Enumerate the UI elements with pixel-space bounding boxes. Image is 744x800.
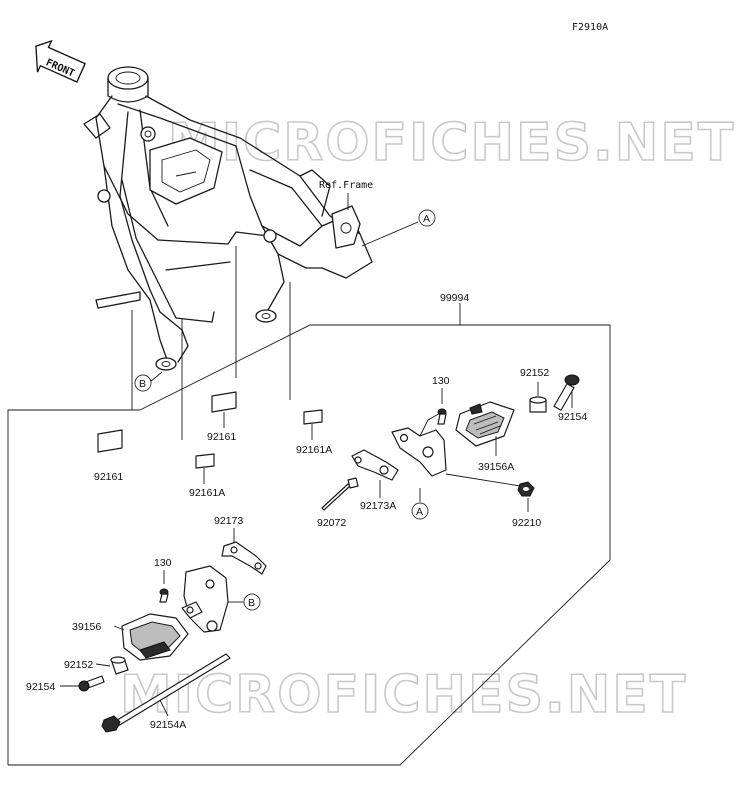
label-92161A-b: 92161A [296,444,332,456]
label-92152-bottom: 92152 [64,659,93,671]
label-92154A: 92154A [150,719,186,731]
callout-b-lower-label: B [248,597,255,609]
bolt-92154A [101,653,231,733]
bolt-130-bottom [159,588,169,603]
bracket-92173 [221,541,267,575]
label-92161A-a: 92161A [189,487,225,499]
watermark-top: MICROFICHES.NET [168,113,735,173]
callout-a-lower [411,502,429,520]
sticker-92161-a [97,429,123,453]
sticker-92161A-a [195,453,215,469]
collar-92152-top [529,396,547,413]
motorcycle-frame [83,66,373,371]
footpeg-39156A [455,401,515,447]
bolt-92154-top [553,374,580,411]
label-92173: 92173 [214,515,243,527]
label-92161-a: 92161 [94,471,123,483]
watermark-bottom: MICROFICHES.NET [120,665,687,725]
assembly-number: 99994 [440,292,469,304]
diagram-id: F2910A [572,22,608,33]
front-arrow-icon: FRONT [35,39,86,83]
collar-92152-bottom [110,656,129,675]
label-92152-top: 92152 [520,367,549,379]
sticker-92161-b [211,391,237,413]
label-130-top: 130 [432,375,450,387]
label-92072: 92072 [317,517,346,529]
label-92210: 92210 [512,517,541,529]
label-39156: 39156 [72,621,101,633]
callout-b-frame-label: B [139,378,146,390]
bolt-130-top [437,408,447,425]
label-92173A: 92173A [360,500,396,512]
sticker-92161A-b [303,409,323,425]
callout-a-upper [418,209,436,227]
band-92072 [321,477,359,511]
bolt-92154-bottom [78,675,105,692]
bracket-main-upper [391,411,447,477]
label-39156A: 39156A [478,461,514,473]
label-92154-top: 92154 [558,411,587,423]
ref-frame-label: Ref.Frame [319,180,373,191]
label-92161-b: 92161 [207,431,236,443]
callout-a-lower-label: A [416,506,423,518]
assembly-outline [8,324,611,766]
callout-a-upper-label: A [423,213,430,225]
callout-b-frame [134,374,152,392]
label-92154-bottom: 92154 [26,681,55,693]
bracket-main-lower [181,565,229,633]
nut-92210 [517,481,535,497]
footpeg-39156 [121,613,189,661]
bracket-92173A [351,449,399,481]
callout-b-lower [243,593,261,611]
label-130-bottom: 130 [154,557,172,569]
